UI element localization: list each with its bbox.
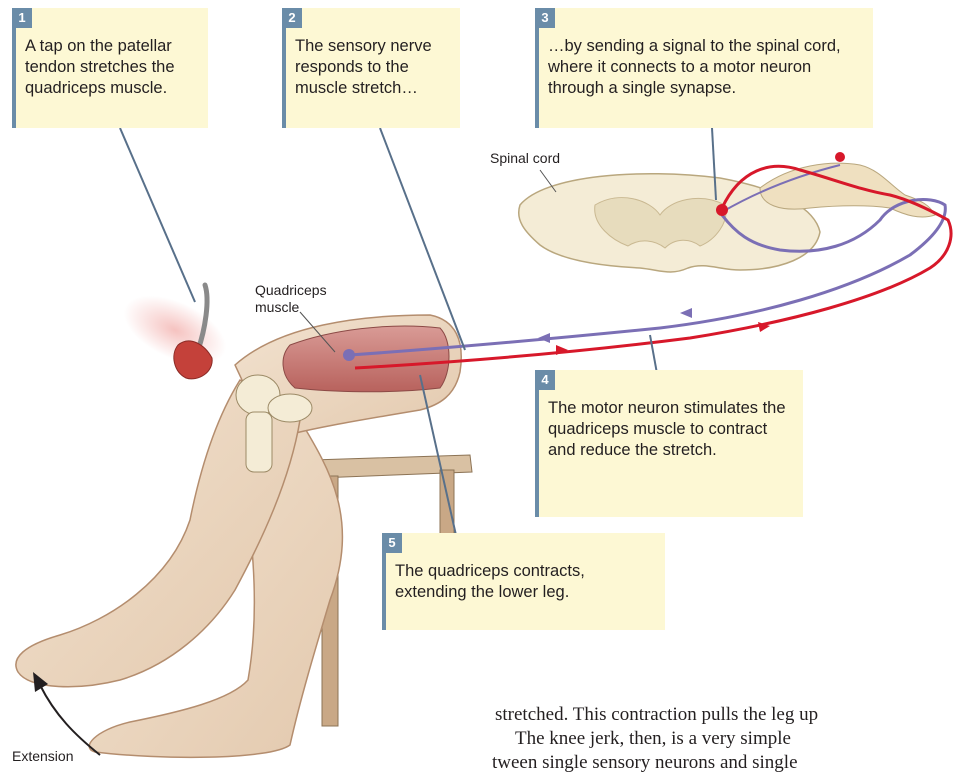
callout-4: 4 The motor neuron stimulates the quadri… — [535, 370, 803, 517]
dorsal-root-ganglion — [760, 163, 935, 217]
body-text-line-2: The knee jerk, then, is a very simple — [515, 727, 791, 751]
callout-1-accent — [12, 28, 16, 128]
callout-3: 3 …by sending a signal to the spinal cor… — [535, 8, 873, 128]
ganglion-cell-body — [835, 152, 845, 162]
label-quadriceps-muscle: Quadriceps muscle — [255, 282, 350, 316]
callout-3-number: 3 — [535, 8, 555, 28]
sensory-terminal-dot — [343, 349, 355, 361]
callout-1-number: 1 — [12, 8, 32, 28]
callout-2-number: 2 — [282, 8, 302, 28]
reflex-hammer — [113, 281, 236, 379]
callout-2-text: The sensory nerve responds to the muscle… — [295, 36, 452, 99]
callout-4-number: 4 — [535, 370, 555, 390]
callout-5: 5 The quadriceps contracts, extending th… — [382, 533, 665, 630]
callout-3-text: …by sending a signal to the spinal cord,… — [548, 36, 865, 99]
callout-4-text: The motor neuron stimulates the quadrice… — [548, 398, 795, 461]
motor-cell-body — [716, 204, 728, 216]
callout-5-number: 5 — [382, 533, 402, 553]
body-text-line-3: tween single sensory neurons and single — [492, 751, 798, 775]
sensory-arrow-2 — [680, 308, 692, 318]
callout-3-accent — [535, 28, 539, 128]
leader-line-1 — [120, 128, 195, 302]
callout-2-accent — [282, 28, 286, 128]
label-extension: Extension — [12, 748, 73, 765]
callout-5-text: The quadriceps contracts, extending the … — [395, 561, 657, 603]
callout-1-text: A tap on the patellar tendon stretches t… — [25, 36, 200, 99]
body-text-line-1: stretched. This contraction pulls the le… — [495, 703, 818, 727]
callout-2: 2 The sensory nerve responds to the musc… — [282, 8, 460, 128]
sensory-arrow-1 — [538, 333, 550, 343]
callout-4-accent — [535, 390, 539, 517]
callout-5-accent — [382, 553, 386, 630]
label-spinal-cord: Spinal cord — [490, 150, 560, 167]
callout-1: 1 A tap on the patellar tendon stretches… — [12, 8, 208, 128]
